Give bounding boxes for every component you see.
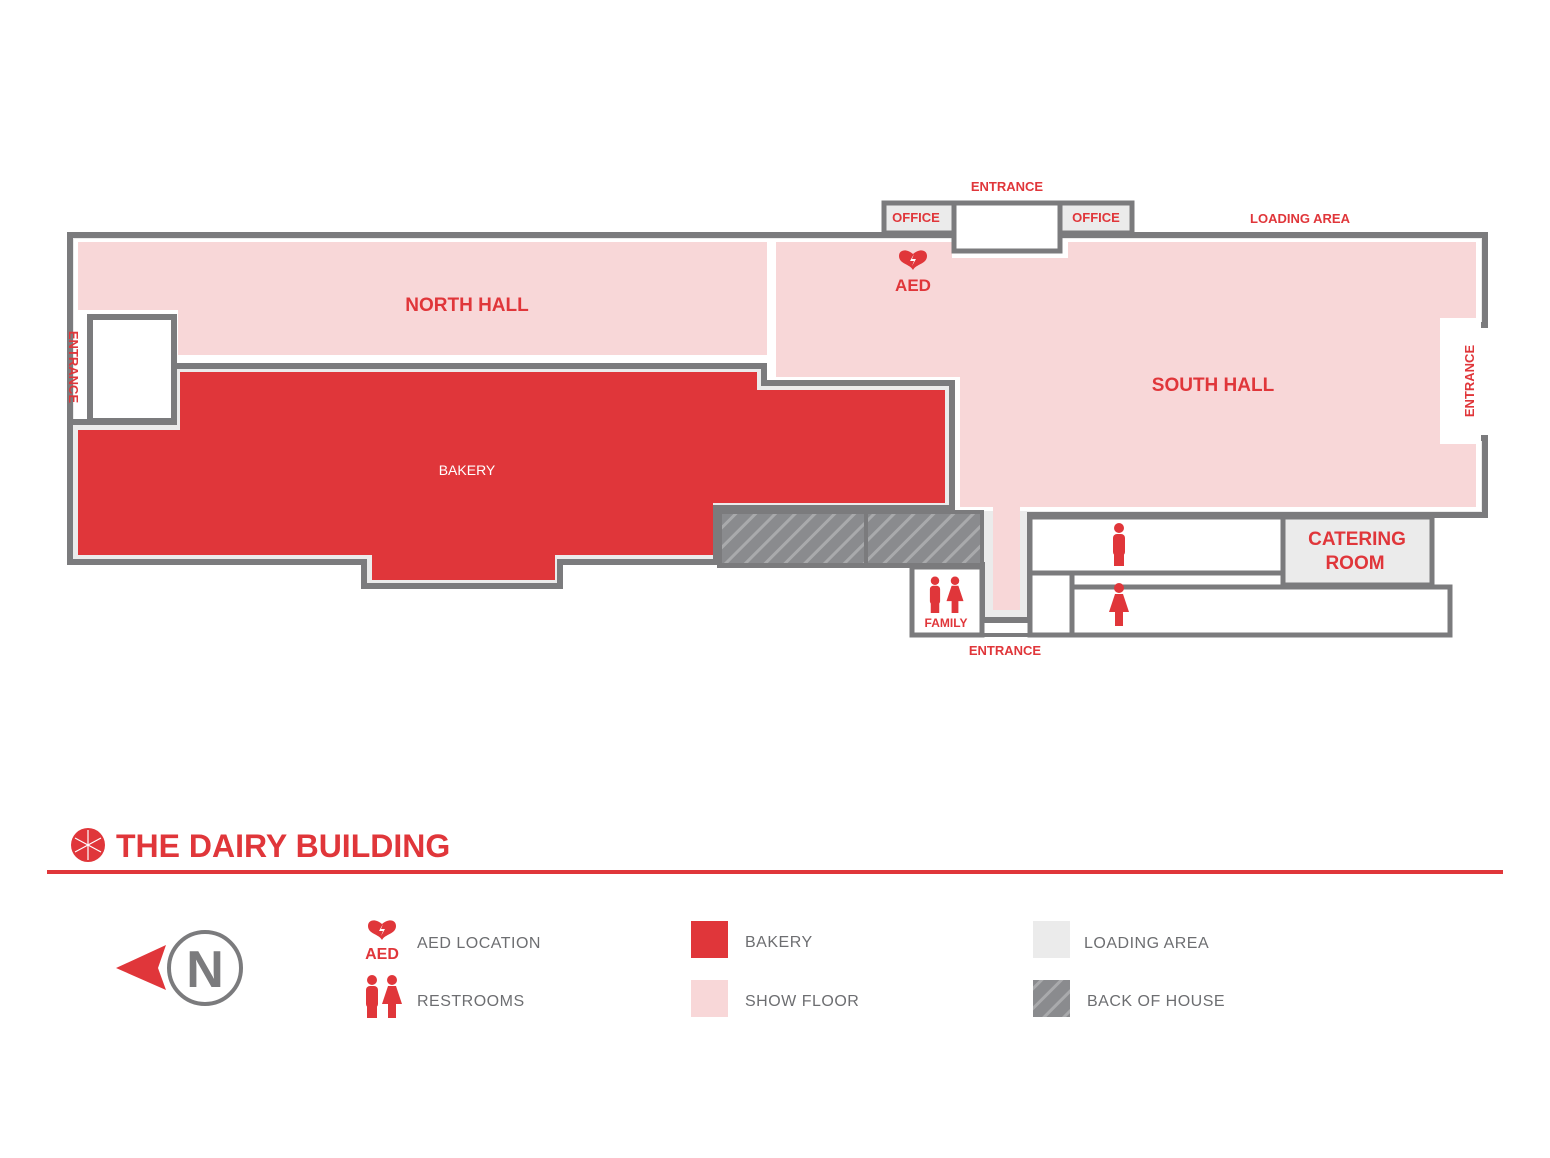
family-man-icon [929,576,941,613]
loading-area-label: LOADING AREA [1250,211,1351,226]
catering-room[interactable] [1280,514,1435,588]
legend-loading-swatch [1033,921,1070,958]
entrance-top-label: ENTRANCE [971,179,1044,194]
legend-show-floor-label: SHOW FLOOR [745,993,859,1010]
entrance-right-label: ENTRANCE [1462,345,1477,418]
legend-restrooms-label: RESTROOMS [417,993,525,1010]
legend-woman-icon [382,975,402,1018]
legend-man-icon [366,975,378,1018]
office-left-label: OFFICE [892,210,940,225]
mens-restroom[interactable] [1027,514,1286,576]
catering-label-line1: CATERING [1308,529,1406,550]
north-arrow-icon [116,945,166,990]
entrance-left-box[interactable] [87,314,177,424]
south-hall-label: SOUTH HALL [1152,375,1275,396]
legend-aed-label: AED LOCATION [417,935,541,952]
back-of-house-1[interactable] [718,510,868,567]
legend-bakery-swatch [691,921,728,958]
womens-restroom[interactable] [1069,584,1453,638]
dairy-logo-icon [71,828,105,862]
bakery-label: BAKERY [439,462,496,478]
legend-show-floor-swatch [691,980,728,1017]
title-divider [47,870,1503,874]
entrance-top-box[interactable] [951,200,1063,254]
legend-bakery-label: BAKERY [745,934,813,951]
legend-aed-icon [368,920,396,940]
office-right[interactable] [1057,200,1135,236]
legend-loading-label: LOADING AREA [1084,935,1209,952]
office-left[interactable] [881,200,957,236]
back-of-house-2[interactable] [864,510,984,567]
legend-back-of-house-swatch [1033,980,1070,1017]
entrance-left-label: ENTRANCE [66,331,81,404]
aed-map-label: AED [895,276,931,295]
south-hall-area[interactable] [776,242,1476,610]
catering-label-line2: ROOM [1325,553,1384,574]
legend-aed-icon-text: AED [365,946,399,963]
bakery-area[interactable] [78,372,945,580]
north-hall-area[interactable] [78,242,767,355]
page-title: THE DAIRY BUILDING [116,828,450,864]
north-hall-label: NORTH HALL [405,295,529,316]
mens-restroom-icon [1113,523,1125,566]
compass-circle [167,930,243,1006]
family-label: FAMILY [925,616,968,630]
office-right-label: OFFICE [1072,210,1120,225]
entrance-bottom-label: ENTRANCE [969,643,1042,658]
small-room[interactable] [1027,570,1075,638]
compass-letter: N [186,941,224,999]
legend-back-of-house-label: BACK OF HOUSE [1087,993,1225,1010]
